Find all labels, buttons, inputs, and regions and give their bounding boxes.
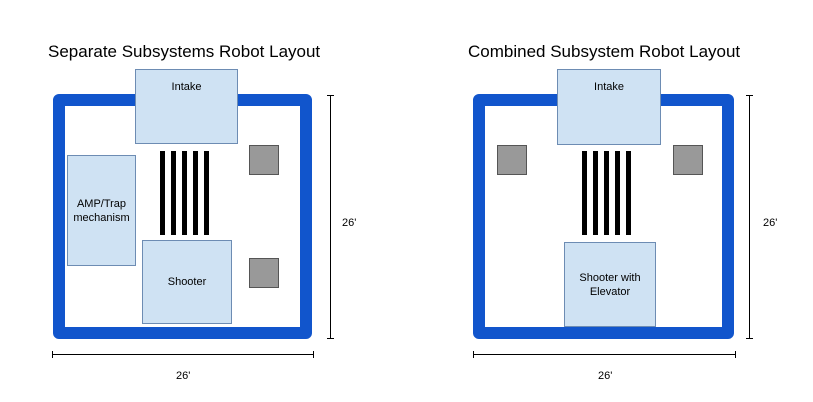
left-height-label: 26' [342, 217, 357, 229]
bar [160, 151, 165, 235]
bar [604, 151, 609, 235]
left-shooter-box: Shooter [142, 240, 232, 324]
left-intake-box: Intake [135, 69, 238, 144]
bar [182, 151, 187, 235]
bar [626, 151, 631, 235]
dimension-tick [52, 351, 53, 358]
bar [204, 151, 209, 235]
dimension-tick [746, 338, 753, 339]
left-amp-trap-box: AMP/Trap mechanism [67, 155, 136, 266]
left-shooter-label: Shooter [167, 276, 207, 288]
right-title: Combined Subsystem Robot Layout [468, 42, 741, 61]
left-width-dimension-line [52, 354, 314, 355]
right-width-label: 26' [598, 370, 613, 382]
right-square-right [673, 145, 703, 175]
right-intake-label: Intake [594, 81, 624, 93]
bar [171, 151, 176, 235]
left-height-dimension-line [330, 95, 331, 339]
dimension-tick [473, 351, 474, 358]
dimension-tick [327, 95, 334, 96]
bar [193, 151, 198, 235]
right-shooter-box: Shooter with Elevator [564, 242, 656, 327]
right-intake-box: Intake [557, 69, 661, 145]
bar [582, 151, 587, 235]
left-width-label: 26' [176, 370, 191, 382]
dimension-tick [735, 351, 736, 358]
right-height-dimension-line [749, 95, 750, 339]
left-title: Separate Subsystems Robot Layout [48, 42, 321, 61]
bar [615, 151, 620, 235]
left-amp-label: AMP/Trap mechanism [73, 197, 130, 224]
right-width-dimension-line [473, 354, 736, 355]
left-square-bottom [249, 258, 279, 288]
bar [593, 151, 598, 235]
left-intake-label: Intake [171, 81, 202, 93]
dimension-tick [746, 95, 753, 96]
right-square-left [497, 145, 527, 175]
right-shooter-label: Shooter with Elevator [579, 271, 641, 298]
dimension-tick [313, 351, 314, 358]
left-square-top [249, 145, 279, 175]
right-height-label: 26' [763, 217, 778, 229]
dimension-tick [327, 338, 334, 339]
